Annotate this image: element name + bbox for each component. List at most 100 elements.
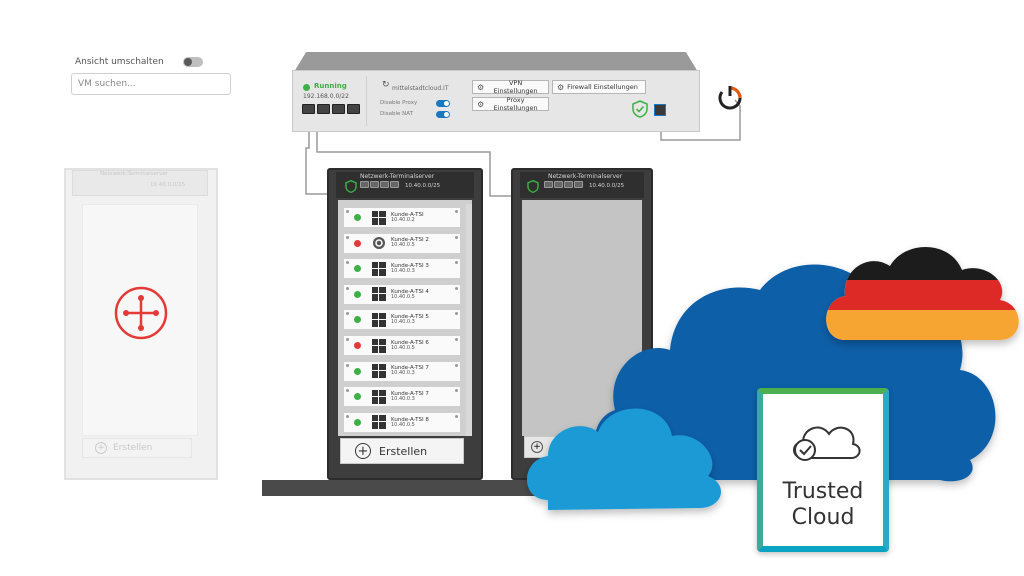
view-toggle-row: Ansicht umschalten <box>75 55 203 69</box>
ghost-create-label: Erstellen <box>113 443 153 453</box>
rack-port <box>554 181 563 188</box>
vm-name: Kunde-A-TSI 5 <box>391 314 429 321</box>
lan-port <box>332 104 345 114</box>
vm-status-dot[interactable] <box>354 265 361 273</box>
rack-2-ports <box>544 181 583 188</box>
vm-status-dot[interactable] <box>354 418 361 426</box>
windows-icon <box>371 312 387 327</box>
windows-icon <box>371 389 387 404</box>
rack-2-label: Netzwerk-Terminalserver <box>548 173 623 180</box>
router-ip: 192.168.0.0/22 <box>303 93 349 100</box>
vm-status-dot[interactable] <box>354 393 361 401</box>
cloud-check-icon <box>793 426 861 461</box>
vm-name: Kunde-A-TSI 3 <box>391 262 429 269</box>
disable-nat-switch[interactable] <box>436 111 450 118</box>
vm-ip: 10.40.0.2 <box>391 216 415 223</box>
vm-status-dot[interactable] <box>354 316 361 324</box>
vpn-settings-label: VPN Einstellungen <box>493 79 538 95</box>
ghost-rack-ip: 10.40.0.0/25 <box>150 182 186 188</box>
vm-ip: 10.40.0.3 <box>391 319 415 326</box>
screw <box>455 286 458 290</box>
ghost-rack-label: Netzwerk-Terminalserver <box>100 171 169 177</box>
router-name: mittelstadtcloud.IT <box>392 85 449 92</box>
rack-1-label: Netzwerk-Terminalserver <box>360 173 435 180</box>
vm-ip: 10.40.0.3 <box>391 395 415 402</box>
vm-status-dot[interactable] <box>354 290 361 298</box>
wan-port <box>654 104 666 116</box>
create-vm-label: Erstellen <box>379 444 428 458</box>
disable-proxy-switch[interactable] <box>436 100 450 107</box>
rack-port <box>370 181 379 188</box>
vm-ip: 10.40.0.3 <box>391 370 415 377</box>
vm-name: Kunde-A-TSI 7 <box>391 365 429 372</box>
trusted-line1: Trusted <box>782 479 864 504</box>
vm-status-dot[interactable] <box>354 239 361 247</box>
view-toggle-switch[interactable] <box>183 57 203 67</box>
rack-port <box>360 181 369 188</box>
disable-nat-label: Disable NAT <box>380 111 413 117</box>
plus-icon: + <box>531 441 543 453</box>
screw <box>455 210 458 213</box>
screw <box>346 363 349 367</box>
lan-port <box>317 104 330 114</box>
screw <box>455 414 458 418</box>
vm-name: Kunde-A-TSI 8 <box>391 416 429 423</box>
firewall-settings-button[interactable]: ⚙ Firewall Einstellungen <box>552 80 646 94</box>
toggle-knob <box>184 58 192 66</box>
vm-ip: 10.40.0.5 <box>391 293 415 300</box>
vm-ip: 10.40.0.3 <box>391 267 415 274</box>
add-rack-icon[interactable] <box>113 285 169 341</box>
ghost-create-button[interactable]: + Erstellen <box>82 438 192 458</box>
windows-icon <box>371 338 387 353</box>
rack-2-ip: 10.40.0.0/25 <box>589 183 625 189</box>
shield-icon <box>345 180 357 193</box>
vm-status-dot[interactable] <box>354 342 361 349</box>
vm-name: Kunde-A-TSI <box>391 211 424 218</box>
proxy-settings-button[interactable]: ⚙ Proxy Einstellungen <box>472 96 549 112</box>
vpn-settings-button[interactable]: ⚙ VPN Einstellungen <box>472 79 549 95</box>
view-toggle-label: Ansicht umschalten <box>75 57 164 67</box>
gear-icon: ⚙ <box>477 82 485 92</box>
screw <box>455 338 458 341</box>
vm-ip: 10.40.0.5 <box>391 421 415 428</box>
router-status-dot <box>303 84 310 91</box>
windows-icon <box>371 261 387 276</box>
screw <box>455 389 458 393</box>
create-vm-button[interactable]: + Erstellen <box>340 438 464 464</box>
rack-1-header <box>336 172 474 198</box>
rack-port <box>390 181 399 188</box>
vm-status-dot[interactable] <box>354 214 361 221</box>
screw <box>346 414 349 418</box>
windows-icon <box>371 364 387 379</box>
screw <box>455 312 458 316</box>
vm-name: Kunde-A-TSI 4 <box>391 288 429 295</box>
rack-1-scrollbar[interactable] <box>466 204 472 436</box>
disable-proxy-label: Disable Proxy <box>380 100 418 106</box>
screw <box>346 286 349 290</box>
vm-status-dot[interactable] <box>354 367 361 375</box>
power-icon[interactable] <box>716 84 744 112</box>
vm-name: Kunde-A-TSI 6 <box>391 339 429 346</box>
vm-ip: 10.40.0.5 <box>391 242 415 249</box>
vm-ip: 10.40.0.5 <box>391 344 415 351</box>
vm-search-input[interactable] <box>71 73 231 95</box>
screw <box>346 312 349 316</box>
lan-port <box>347 104 360 114</box>
